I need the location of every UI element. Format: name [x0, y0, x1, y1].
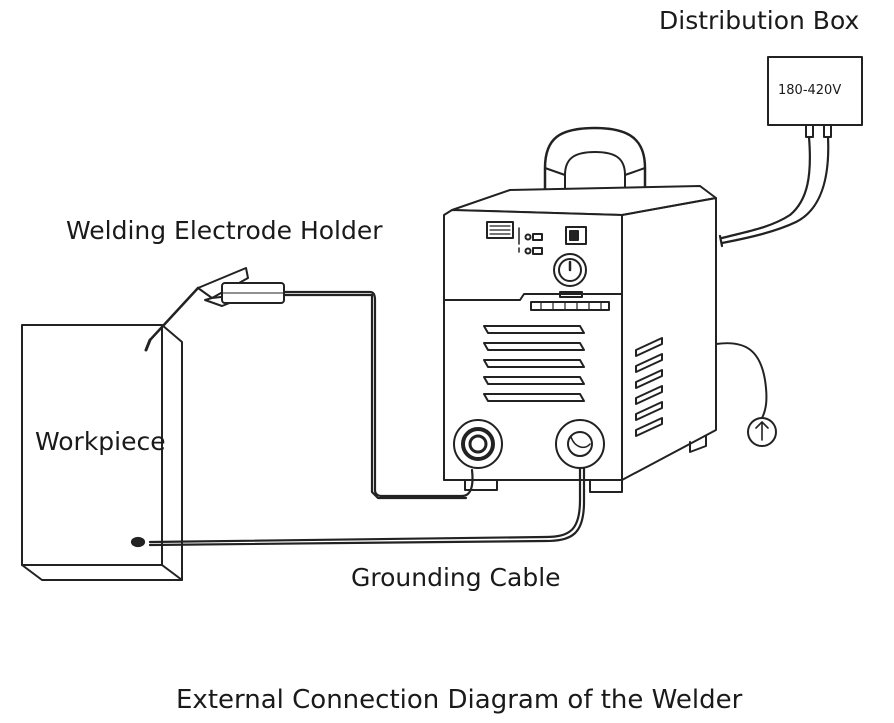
electrode-holder-label: Welding Electrode Holder: [66, 216, 383, 245]
electrode-cable: [282, 290, 474, 500]
distribution-box-label: Distribution Box: [659, 6, 860, 35]
aux-cable: [715, 342, 777, 447]
voltage-label: 180-420V: [778, 83, 842, 98]
workpiece: [21, 324, 183, 581]
grounding-cable: [130, 466, 586, 548]
workpiece-label: Workpiece: [35, 427, 166, 456]
electrode-holder: [144, 267, 285, 352]
distribution-box: [767, 56, 863, 138]
welder-machine: [443, 126, 717, 493]
grounding-cable-label: Grounding Cable: [351, 563, 561, 592]
diagram-caption: External Connection Diagram of the Welde…: [176, 685, 743, 715]
power-cable: [718, 135, 830, 248]
